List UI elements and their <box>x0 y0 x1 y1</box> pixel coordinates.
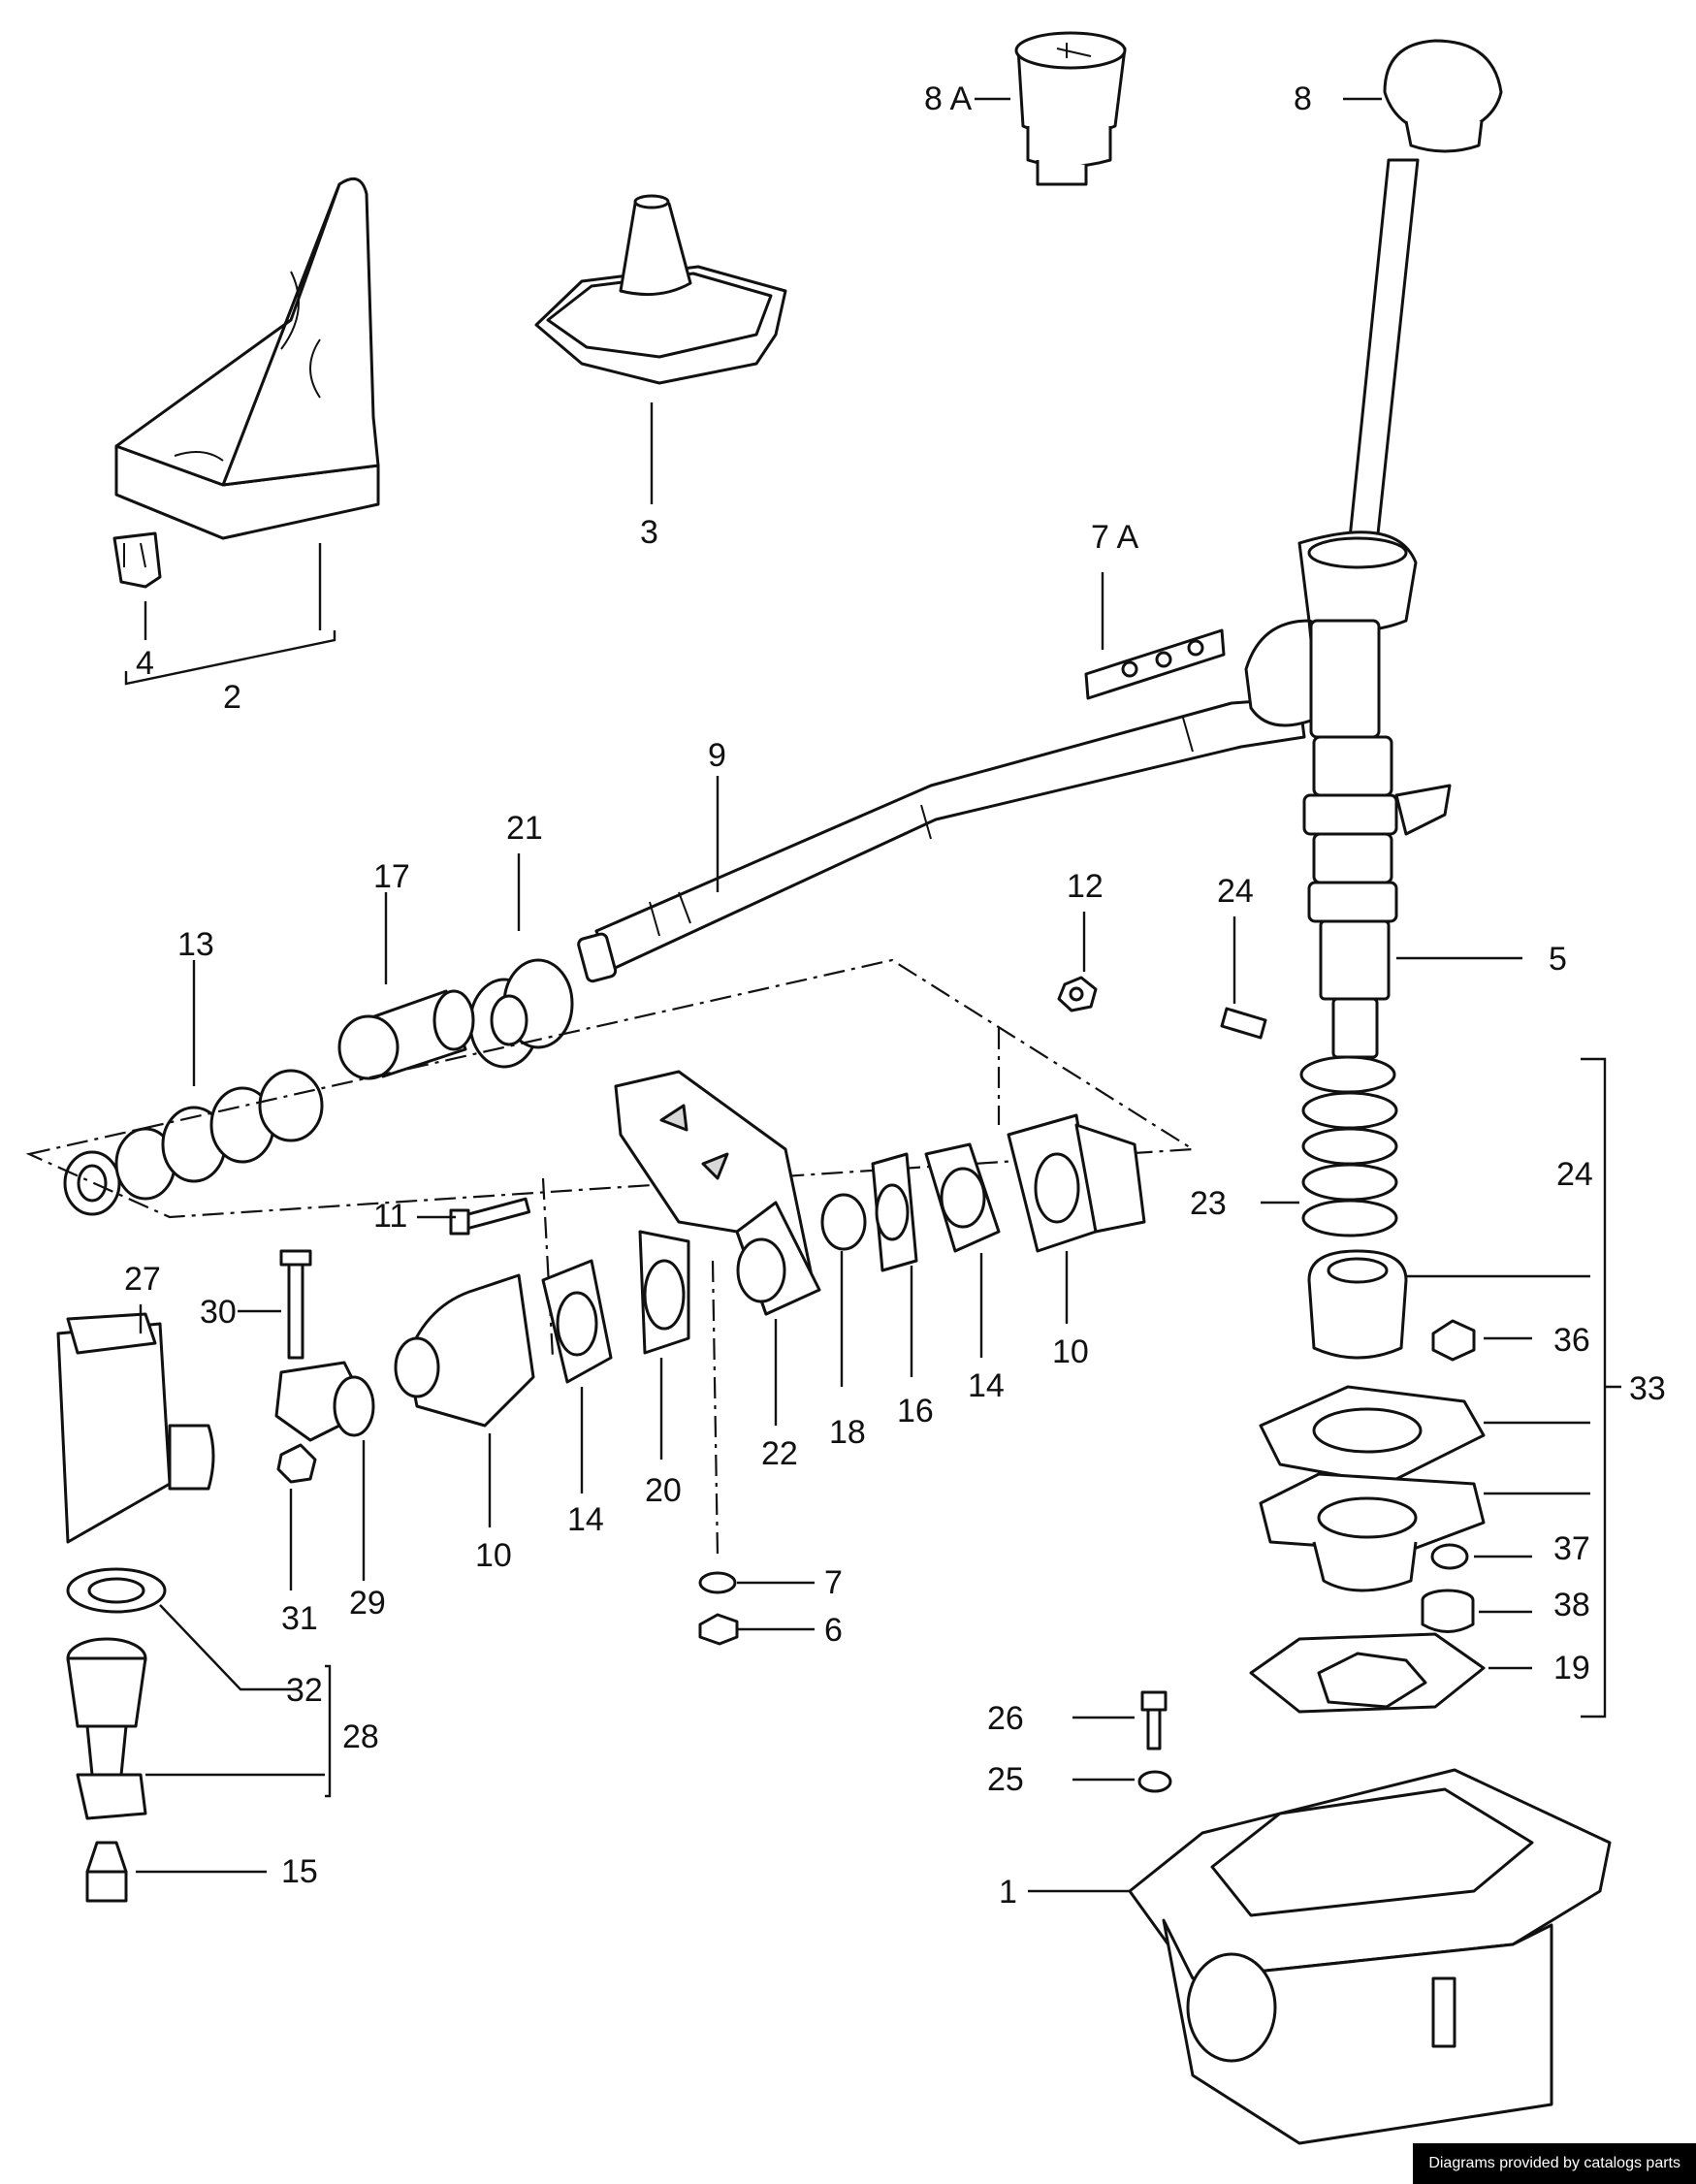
assembly-plane-outline <box>25 958 1197 1219</box>
callout-21: 21 <box>506 810 543 847</box>
boot-10a <box>1007 1113 1146 1253</box>
flange-16 <box>871 1152 918 1272</box>
pin-24 <box>1220 1007 1267 1040</box>
callout-18: 18 <box>829 1414 866 1451</box>
callout-5: 5 <box>1549 941 1567 978</box>
gasket-14b <box>541 1259 613 1384</box>
callout-16: 16 <box>897 1393 934 1429</box>
callout-2: 2 <box>223 679 241 716</box>
callout-30: 30 <box>200 1294 237 1331</box>
callout-10a: 10 <box>1052 1333 1089 1370</box>
clamp-29 <box>274 1361 375 1442</box>
rubber-boot <box>534 194 787 385</box>
shift-knob-8a <box>1014 31 1127 186</box>
leader-lines <box>124 97 1621 1893</box>
callout-36: 36 <box>1553 1322 1590 1359</box>
callout-7: 7 <box>824 1564 843 1601</box>
callout-23: 23 <box>1190 1185 1227 1222</box>
washer-25 <box>1137 1770 1172 1793</box>
bolt-26 <box>1140 1690 1168 1750</box>
callout-27: 27 <box>124 1261 161 1298</box>
callout-37: 37 <box>1553 1530 1590 1567</box>
nut-12 <box>1057 976 1098 1012</box>
callout-24-pin: 24 <box>1217 873 1254 910</box>
callout-3: 3 <box>640 514 658 551</box>
callout-12: 12 <box>1067 868 1104 905</box>
callout-13: 13 <box>177 926 214 963</box>
callout-38: 38 <box>1553 1587 1590 1623</box>
shift-knob-8 <box>1383 39 1503 153</box>
callout-26: 26 <box>987 1700 1024 1737</box>
gasket-14a <box>924 1142 1001 1253</box>
flange-20 <box>638 1230 690 1355</box>
callout-4: 4 <box>136 645 154 682</box>
bushing-21 <box>468 958 574 1069</box>
callout-14b: 14 <box>567 1501 604 1538</box>
nut-36 <box>1431 1319 1476 1362</box>
callout-28: 28 <box>342 1718 379 1755</box>
callout-11: 11 <box>373 1198 407 1235</box>
guide-sleeve <box>1307 1249 1408 1360</box>
centerline-bolt-11 <box>541 1177 555 1359</box>
clip-part <box>112 531 162 589</box>
callout-20: 20 <box>645 1472 682 1509</box>
bracket-plate-22 <box>614 1070 821 1316</box>
shift-lever-assembly <box>1244 158 1452 1059</box>
plate-19 <box>1249 1632 1486 1714</box>
spring-23 <box>1299 1055 1398 1237</box>
plate-lower <box>1259 1472 1486 1592</box>
mounting-strip-7a <box>1084 628 1226 700</box>
bushing-18 <box>820 1193 867 1251</box>
callout-22: 22 <box>761 1435 798 1472</box>
bolt-30 <box>279 1249 312 1360</box>
attribution-footer: Diagrams provided by catalogs parts <box>1413 2143 1696 2184</box>
callout-labels: 8 A 8 3 4 2 7 A 9 21 17 13 12 24 5 24 23… <box>124 80 1666 1911</box>
callout-9: 9 <box>708 737 726 774</box>
washer-7 <box>698 1571 737 1594</box>
washer-32 <box>66 1567 167 1614</box>
sleeve-17 <box>337 989 475 1080</box>
boot-13 <box>63 1069 324 1216</box>
callout-10b: 10 <box>475 1537 512 1574</box>
plate-upper <box>1259 1385 1486 1486</box>
callout-33: 33 <box>1629 1370 1666 1407</box>
callout-15: 15 <box>281 1853 318 1890</box>
centerline-bolt-7 <box>711 1260 720 1558</box>
callout-7a: 7 A <box>1091 519 1138 556</box>
bolt-11 <box>449 1197 531 1236</box>
plug-15 <box>85 1841 128 1903</box>
callout-29: 29 <box>349 1585 386 1622</box>
callout-24-group: 24 <box>1556 1156 1593 1193</box>
nut-6 <box>698 1613 739 1646</box>
shift-rod <box>577 696 1306 983</box>
callout-17: 17 <box>373 858 410 895</box>
callout-8: 8 <box>1294 80 1312 117</box>
bushing-38 <box>1421 1589 1475 1633</box>
callout-31: 31 <box>281 1600 318 1637</box>
callout-19: 19 <box>1553 1650 1590 1686</box>
nut-31 <box>276 1443 317 1484</box>
boot-10b <box>394 1273 535 1428</box>
callout-6: 6 <box>824 1612 843 1649</box>
callout-8a: 8 A <box>924 80 972 117</box>
callout-25: 25 <box>987 1761 1024 1798</box>
ball-socket-28 <box>66 1637 147 1820</box>
callout-32: 32 <box>286 1672 323 1709</box>
housing-27 <box>56 1312 215 1544</box>
gearshift-housing-1 <box>1128 1768 1612 2145</box>
ring-37 <box>1430 1543 1469 1570</box>
callout-1: 1 <box>999 1874 1017 1911</box>
shift-boot-leather <box>114 177 380 540</box>
callout-14a: 14 <box>968 1367 1005 1404</box>
